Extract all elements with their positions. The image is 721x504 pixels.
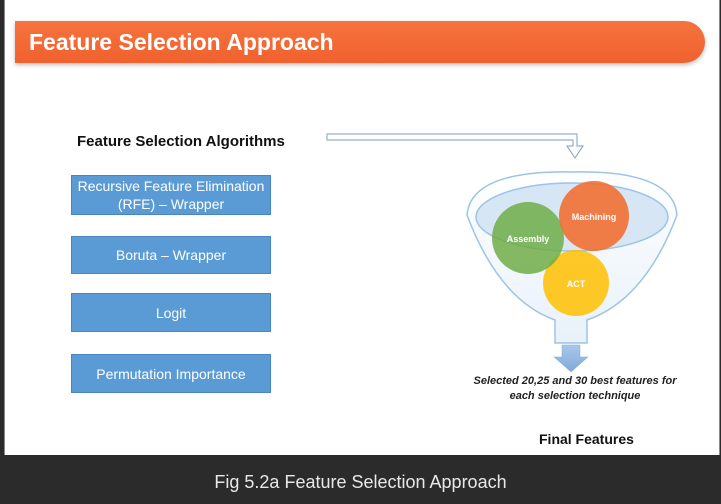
- final-features-label: Final Features: [539, 431, 634, 447]
- algorithm-box-boruta: Boruta – Wrapper: [71, 236, 271, 274]
- algorithm-label-rfe-line2: (RFE) – Wrapper: [117, 196, 225, 212]
- algorithm-box-logit: Logit: [71, 293, 271, 332]
- selected-features-caption: Selected 20,25 and 30 best features for …: [445, 374, 705, 404]
- algorithm-box-rfe: Recursive Feature Elimination (RFE) – Wr…: [71, 175, 271, 215]
- flow-arrow: [326, 133, 584, 159]
- algorithm-label-permutation: Permutation Importance: [96, 365, 246, 382]
- circle-machining: [559, 181, 629, 251]
- algorithm-box-permutation: Permutation Importance: [71, 354, 271, 393]
- algorithm-label-logit: Logit: [155, 304, 187, 321]
- circle-label-act: ACT: [567, 279, 586, 289]
- slide-title: Feature Selection Approach: [29, 29, 334, 55]
- circle-label-machining: Machining: [572, 212, 617, 222]
- circle-label-assembly: Assembly: [507, 234, 550, 244]
- title-bar: Feature Selection Approach: [15, 21, 705, 63]
- slide: Feature Selection Approach Feature Selec…: [4, 0, 720, 455]
- algorithm-label-boruta: Boruta – Wrapper: [115, 247, 227, 263]
- funnel-diagram: Machining Assembly ACT: [326, 133, 678, 373]
- down-arrow: [553, 344, 589, 373]
- selected-caption-line2: each selection technique: [509, 390, 641, 402]
- circle-act: [543, 250, 609, 316]
- algorithm-label-rfe-line1: Recursive Feature Elimination: [77, 178, 265, 194]
- circle-assembly: [492, 202, 564, 274]
- algorithms-heading: Feature Selection Algorithms: [77, 133, 285, 150]
- selected-caption-line1: Selected 20,25 and 30 best features for: [473, 375, 677, 387]
- figure-caption: Fig 5.2a Feature Selection Approach: [214, 472, 507, 492]
